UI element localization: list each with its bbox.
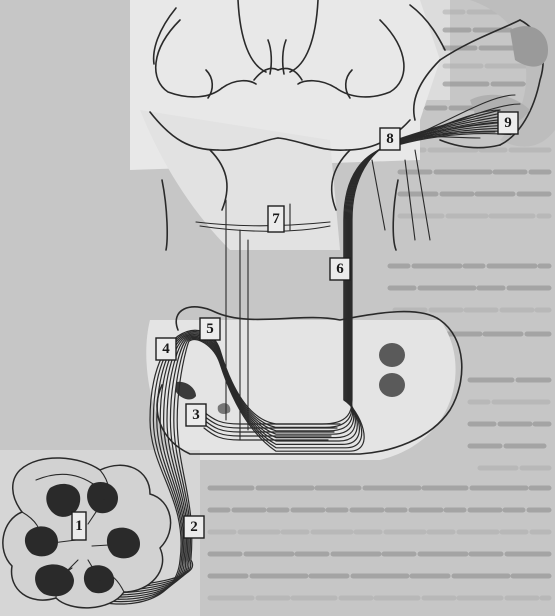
label-6-text: 6 xyxy=(336,261,344,277)
label-9-text: 9 xyxy=(504,115,512,131)
label-5: 5 xyxy=(200,318,220,340)
label-6: 6 xyxy=(330,258,350,280)
label-9: 9 xyxy=(498,112,518,134)
label-4-text: 4 xyxy=(162,341,170,357)
label-5-text: 5 xyxy=(206,321,214,337)
label-4: 4 xyxy=(156,338,176,360)
label-7-text: 7 xyxy=(272,211,280,227)
ganglion-cluster xyxy=(3,458,171,608)
label-1: 1 xyxy=(72,512,86,540)
label-2-text: 2 xyxy=(190,519,198,535)
label-8: 8 xyxy=(380,128,400,150)
label-2: 2 xyxy=(184,516,204,538)
label-3: 3 xyxy=(186,404,206,426)
label-3-text: 3 xyxy=(192,407,200,423)
label-7: 7 xyxy=(268,206,284,232)
label-1-text: 1 xyxy=(75,518,83,534)
label-8-text: 8 xyxy=(386,131,394,147)
